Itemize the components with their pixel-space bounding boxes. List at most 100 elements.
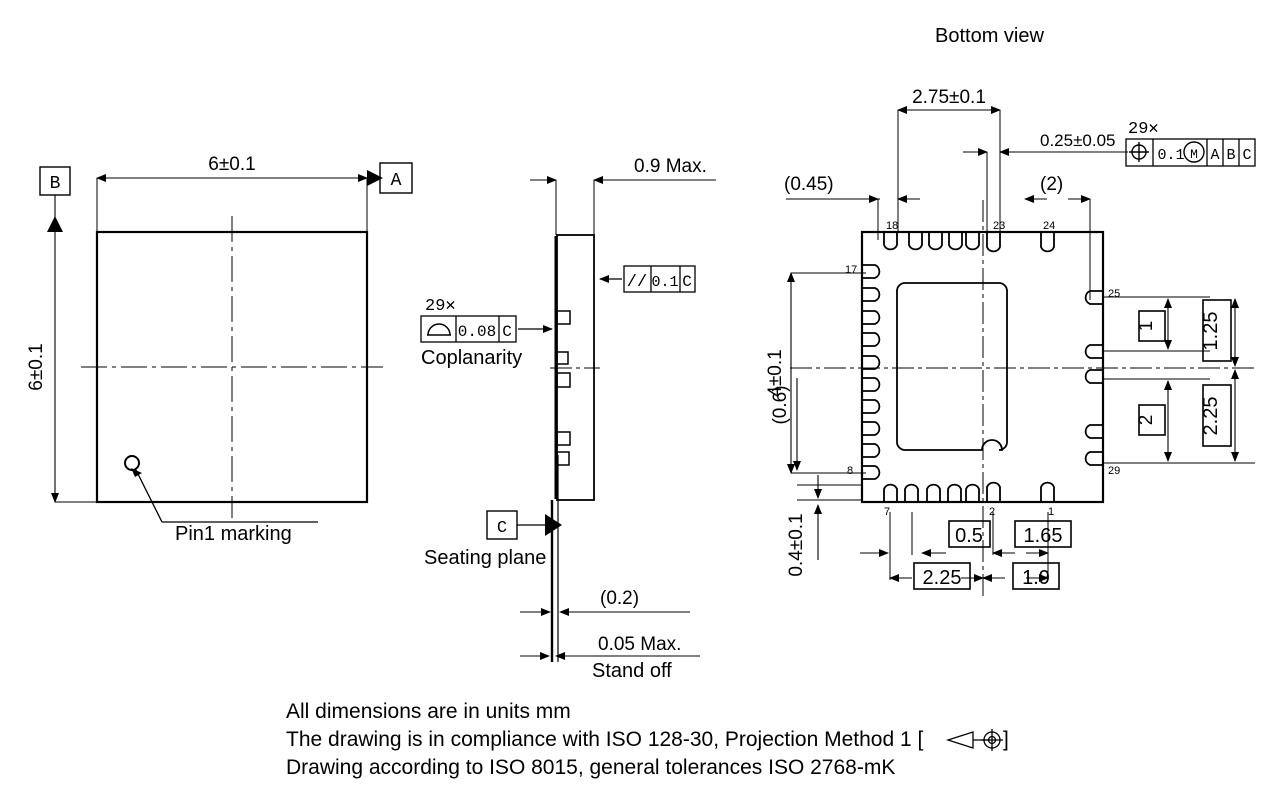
parallelism-symbol: // — [627, 273, 647, 292]
dim-225-bottom-box — [913, 562, 971, 590]
lead-thickness-text: (0.2) — [600, 588, 639, 609]
dim-225-bottom-text: 2.25 — [923, 567, 962, 589]
dim-1-text: 1 — [1136, 321, 1157, 332]
pin-label-24: 24 — [1043, 220, 1055, 232]
position-fcf-count: 29✕ — [1128, 120, 1159, 139]
pin-14 — [862, 332, 881, 347]
position-fcf-box — [1125, 138, 1256, 167]
dim-2-text: (2) — [1040, 174, 1063, 195]
dim-19-box — [1012, 562, 1060, 590]
position-datum-b: B — [1226, 147, 1235, 164]
dim-025-text: 0.25±0.05 — [1040, 131, 1116, 150]
pin-label-2: 2 — [989, 506, 995, 518]
pin-6 — [904, 483, 919, 502]
position-tolerance: 0.1 — [1157, 147, 1184, 164]
pin-18 — [883, 232, 898, 251]
pin-label-25: 25 — [1108, 288, 1120, 300]
coplanarity-count: 29✕ — [425, 297, 456, 316]
datum-a-label: A — [391, 171, 402, 191]
standoff-dim-text: 0.05 Max. — [598, 634, 681, 655]
coplanarity-datum: C — [502, 323, 512, 341]
coplanarity-label: Coplanarity — [421, 347, 522, 369]
side-lead-pad — [556, 372, 571, 388]
mmc-modifier-label: M — [1190, 147, 1198, 162]
pin-label-1: 1 — [1048, 506, 1054, 518]
pin-17 — [862, 264, 881, 279]
side-lead-pad — [556, 310, 571, 325]
seating-plane-datum-label: C — [497, 519, 507, 538]
datum-b-label: B — [50, 174, 61, 194]
pin-label-18: 18 — [886, 220, 898, 232]
dim-04-text: 0.4±0.1 — [786, 513, 807, 576]
pin-label-7: 7 — [884, 506, 890, 518]
dim-275-text: 2.75±0.1 — [912, 87, 986, 108]
side-height-dim-text: 0.9 Max. — [634, 156, 707, 177]
dim-165-box — [1014, 520, 1072, 548]
pin-24 — [1040, 232, 1055, 253]
pin-29 — [1084, 451, 1103, 466]
note-line-2: The drawing is in compliance with ISO 12… — [286, 728, 923, 751]
dim-05-box — [948, 520, 991, 548]
dim-125-box — [1202, 299, 1232, 362]
note-line-3: Drawing according to ISO 8015, general t… — [286, 756, 895, 779]
parallelism-fcf-box — [623, 265, 696, 293]
parallelism-tolerance: 0.1 — [651, 274, 678, 291]
side-view-group: 0.9 Max. // 0.1 C 29✕ — [420, 156, 716, 682]
dim-4-text: 4±0.1 — [765, 349, 786, 396]
side-lead-pad — [556, 351, 569, 365]
pin-15 — [862, 310, 881, 325]
profile-arc-icon — [427, 323, 451, 336]
pin-label-8: 8 — [847, 465, 853, 477]
datum-b-triangle — [47, 216, 63, 232]
thermal-pad-outline — [896, 282, 1008, 451]
pin1-marking-label: Pin1 marking — [175, 523, 292, 545]
datum-a-triangle — [367, 170, 383, 186]
pin-label-29: 29 — [1108, 465, 1120, 477]
dim-165-text: 1.65 — [1024, 525, 1063, 547]
pin-4 — [947, 483, 962, 502]
position-fcf: 29✕ 0.1 M A B C — [1125, 120, 1256, 167]
dim-06-text: (0.6) — [770, 385, 791, 424]
pin-2 — [986, 481, 1001, 502]
position-datum-a: A — [1210, 147, 1219, 164]
bottom-view-group: 18 23 24 7 2 1 — [765, 87, 1256, 600]
pin-11 — [862, 399, 881, 414]
pin-12 — [862, 377, 881, 392]
seating-plane-triangle — [545, 514, 562, 536]
notes-block: All dimensions are in units mm The drawi… — [286, 700, 1009, 779]
dim-05-text: 0.5 — [955, 525, 983, 547]
pin-13 — [862, 355, 881, 370]
pin-9 — [862, 443, 881, 458]
dim-1-box — [1138, 310, 1166, 342]
top-height-dim-text: 6±0.1 — [26, 343, 47, 390]
coplanarity-tolerance: 0.08 — [458, 323, 496, 341]
pin-20 — [948, 232, 963, 251]
pin-28 — [1084, 424, 1103, 439]
seating-plane-group: C Seating plane — [424, 510, 562, 569]
pin-7 — [883, 483, 898, 502]
pin-19 — [965, 232, 980, 251]
coplanarity-fcf-box — [420, 315, 517, 343]
standoff-label: Stand off — [592, 660, 672, 682]
pin-25 — [1084, 290, 1103, 305]
dim-045-text: (0.45) — [784, 174, 834, 195]
dim-225-right-text: 2.25 — [1200, 397, 1222, 436]
pin1-leader-line — [135, 469, 163, 523]
dim-125-text: 1.25 — [1200, 312, 1222, 351]
position-datum-c: C — [1242, 147, 1251, 164]
pin-3 — [965, 483, 980, 502]
pin-26 — [1084, 344, 1103, 359]
pin-22 — [908, 232, 923, 251]
pin-10 — [862, 421, 881, 436]
pin-1 — [1040, 481, 1055, 502]
pin-23 — [986, 232, 1001, 253]
top-view-group: B A 6±0.1 6±0.1 Pin1 marking — [26, 154, 413, 545]
dim-225-right-box — [1202, 384, 1232, 447]
coplanarity-fcf: 29✕ 0.08 C Coplanarity — [420, 297, 553, 369]
left-edge-pins: 17 8 — [845, 264, 881, 480]
projection-cone-icon — [945, 731, 974, 749]
top-width-dim-text: 6±0.1 — [208, 154, 255, 175]
parallelism-fcf: // 0.1 C — [599, 265, 696, 293]
